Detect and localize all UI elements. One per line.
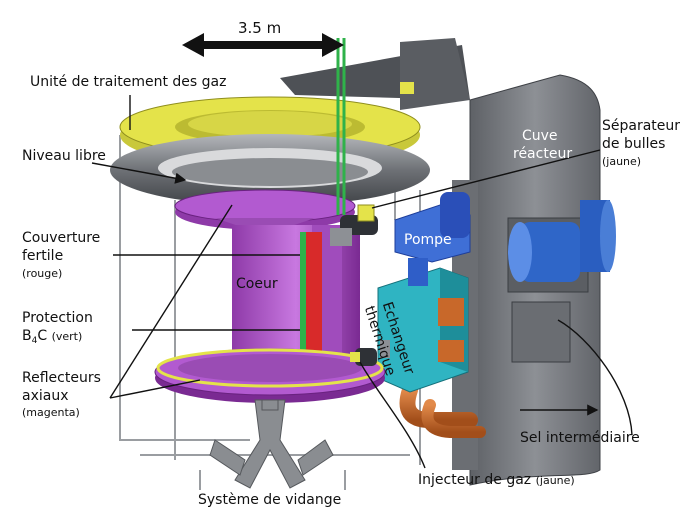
protection-c: C: [37, 328, 48, 344]
fertile-blanket: [306, 232, 322, 352]
drain-system-label: Système de vidange: [198, 492, 342, 508]
fertile-blanket-label-line2: fertile: [22, 248, 64, 264]
reflectors-note: (magenta): [22, 406, 80, 419]
dimension-label: 3.5 m: [238, 19, 282, 37]
free-level-label: Niveau libre: [22, 148, 106, 164]
leader-lines: [91, 95, 633, 469]
bubble-separator-label-line2: de bulles: [602, 136, 666, 152]
pump-label: Pompe: [404, 232, 452, 248]
bubble-separator-note: (jaune): [602, 155, 642, 168]
reflectors-label-line2: axiaux: [22, 388, 69, 404]
drain-system: [209, 399, 334, 489]
gas-injector-label: Injecteur de gaz (jaune): [418, 472, 575, 489]
b4c-protection: [300, 232, 310, 352]
free-level-torus: [110, 134, 430, 206]
gas-pipes: [336, 38, 346, 215]
gas-injector-note: (jaune): [535, 474, 575, 487]
gas-treatment-unit-label: Unité de traitement des gaz: [30, 74, 227, 90]
pump: [394, 192, 471, 286]
protection-label-line1: Protection: [22, 310, 93, 326]
core-label: Coeur: [236, 276, 278, 292]
fertile-blanket-note: (rouge): [22, 267, 63, 280]
gas-injector: [350, 340, 390, 366]
protection-subscript: 4: [31, 336, 38, 346]
fertile-blanket-label-line1: Couverture: [22, 230, 101, 246]
protection-note: (vert): [51, 330, 83, 343]
intermediate-salt-pipes: [399, 287, 606, 438]
protection-label-line2: B4C (vert): [22, 328, 82, 349]
vessel-blue-nozzles: [508, 200, 616, 282]
bubble-separator: [357, 82, 414, 222]
core: [232, 215, 378, 375]
lower-axial-reflector: [154, 348, 386, 403]
dimension-arrow: [182, 33, 344, 57]
protection-b: B: [22, 328, 32, 344]
intermediate-salt-label: Sel intermédiaire: [520, 430, 640, 446]
reactor-vessel-label-line1: Cuve: [522, 128, 558, 144]
reactor-vessel-label-line2: réacteur: [513, 146, 573, 162]
bubble-separator-label-line1: Séparateur: [602, 118, 681, 134]
reflectors-label-line1: Reflecteurs: [22, 370, 101, 386]
gas-injector-text: Injecteur de gaz: [418, 472, 532, 488]
